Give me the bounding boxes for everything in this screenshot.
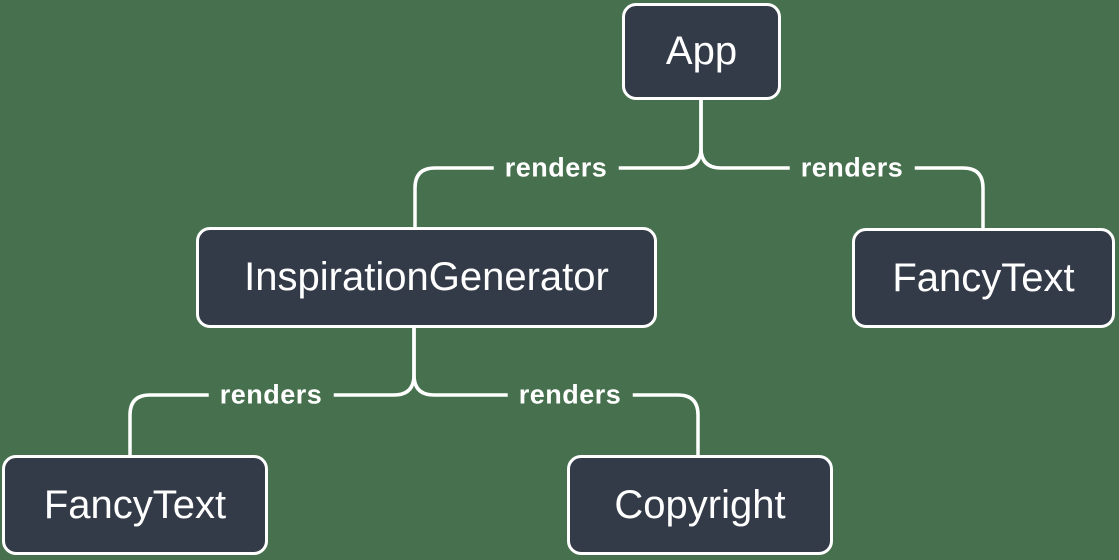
edge-label-renders: renders bbox=[493, 150, 619, 186]
node-fancy-text-right: FancyText bbox=[852, 228, 1115, 328]
edge-label-renders: renders bbox=[789, 150, 915, 186]
edge-label-renders: renders bbox=[208, 377, 334, 413]
edge-label-renders: renders bbox=[507, 377, 633, 413]
node-fancy-text-left: FancyText bbox=[2, 455, 268, 555]
node-copyright: Copyright bbox=[567, 455, 833, 555]
node-app: App bbox=[622, 3, 781, 100]
node-inspiration-generator: InspirationGenerator bbox=[196, 227, 657, 328]
